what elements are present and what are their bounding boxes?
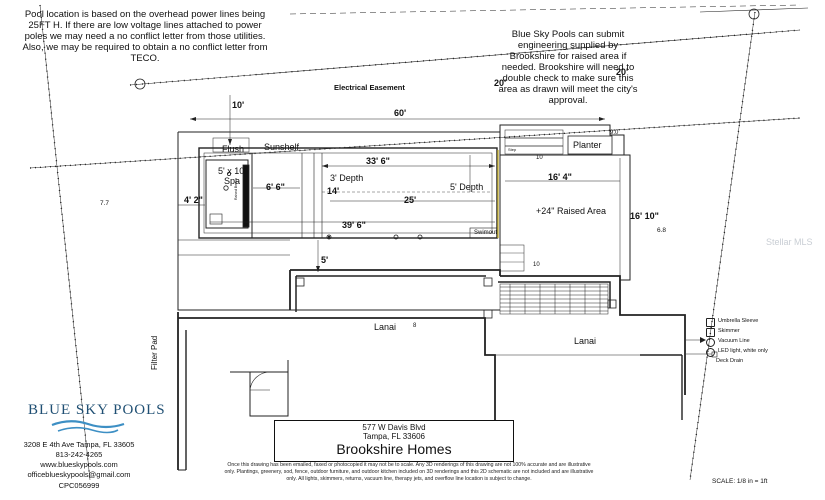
dim-6-6: 6' 6" [266,182,285,192]
led-light-icon [706,347,715,357]
disclaimer-text: Once this drawing has been emailed, faxe… [224,462,594,482]
depth-3-label: 3' Depth [330,173,364,183]
company-website: www.blueskypools.com [40,460,118,470]
sunshelf-label: Sunshelf [264,142,300,152]
company-address: 3208 E 4th Ave Tampa, FL 33605 [23,440,135,449]
company-phone: 813-242-4265 [55,450,103,460]
title-city: Tampa, FL 33606 [363,432,425,441]
dim-25: 25' [404,195,417,205]
bench-label: Raised Bench [234,178,238,200]
dim-5: 5' [321,255,329,265]
company-address-block: 3208 E 4th Ave Tampa, FL 33605 813-242-4… [20,440,138,491]
legend-item: Skimmer [706,327,768,337]
logo-wave-icon [51,420,125,434]
dim-10-top: 10' [232,100,245,110]
dim-33-6: 33' 6" [366,156,390,166]
swimout-label: Swimout [474,230,498,236]
dim-7-7: 7.7 [100,200,110,207]
easement-label: Electrical Easement [334,83,405,92]
engineering-note: Blue Sky Pools can submit engineering su… [498,29,638,106]
dim-20-b: 20' [616,67,629,77]
scale-label: SCALE: 1/8 in = 1ft [712,478,768,485]
dim-14: 14' [327,186,340,196]
vacuum-line-icon [706,337,715,347]
dim-9: 9.0 [610,130,619,136]
dim-6-8: 6.8 [657,227,667,234]
dim-20-a: 20' [494,78,507,88]
flush-label: Flush [222,144,245,154]
dim-39-6: 39' 6" [342,220,366,230]
company-logo-text: BLUE SKY POOLS [28,402,166,418]
dim-16-10: 16' 10" [630,211,659,221]
legend-item: Vacuum Line [706,337,768,347]
watermark: Stellar MLS [766,237,813,247]
dim-16-4: 16' 4" [548,172,572,182]
filter-pad-label: Filter Pad [150,335,159,370]
dim-4-2: 4' 2" [184,195,203,205]
legend-item: Deck Drain [716,358,744,365]
lanai-right-label: Lanai [574,336,597,346]
umbrella-sleeve-icon [706,317,715,327]
dim-10-planter: 10 [536,155,543,161]
power-lines-note: Pool location is based on the overhead p… [22,9,268,64]
planter-label: Planter [573,140,602,150]
legend-item: Umbrella Sleeve [706,317,768,327]
company-license: CPC056999 [58,480,100,490]
spa-label: 5' x 10' Spa [218,166,246,187]
raised-area-label: +24" Raised Area [536,206,606,216]
step-label: Step [508,147,517,152]
dim-8: 8 [413,323,417,329]
depth-5-label: 5' Depth [450,182,484,192]
legend: Umbrella Sleeve Skimmer Vacuum Line LED … [706,317,768,367]
company-email: officeblueskypools@gmail.com [27,470,131,480]
skimmer-icon [706,327,715,337]
dim-60: 60' [394,108,407,118]
lanai-left-label: Lanai [374,322,397,332]
title-street: 577 W Davis Blvd [362,423,426,432]
legend-item: LED light, white only [706,347,768,357]
title-block: 577 W Davis Blvd Tampa, FL 33606 Brooksh… [274,420,514,462]
title-client: Brookshire Homes [336,441,452,457]
dim-10-low: 10 [533,262,540,268]
